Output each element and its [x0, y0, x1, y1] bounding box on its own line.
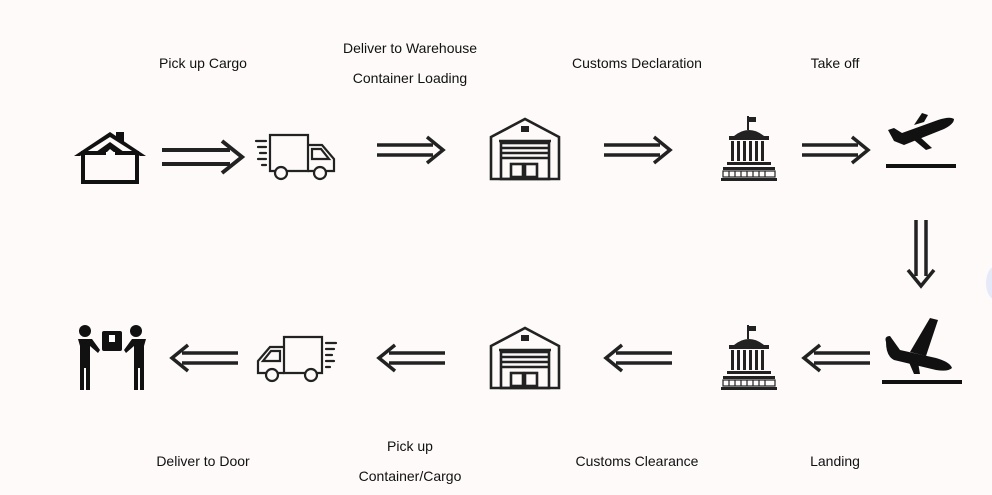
label-take-off: Take off	[810, 55, 860, 71]
double-arrow-down-icon	[905, 218, 937, 290]
label-pick-up: Pick up	[387, 438, 433, 454]
edge-decoration	[986, 266, 992, 300]
plane-landing-icon	[880, 316, 964, 388]
label-container-loading: Container Loading	[352, 70, 468, 86]
double-arrow-left-icon	[800, 343, 872, 373]
double-arrow-right-icon	[375, 135, 447, 165]
warehouse-icon	[489, 326, 561, 390]
house-icon	[72, 130, 148, 184]
delivery-truck-icon	[254, 131, 338, 183]
double-arrow-right-icon	[160, 138, 246, 176]
label-customs-declaration: Customs Declaration	[572, 55, 702, 71]
label-customs-clearance: Customs Clearance	[575, 453, 699, 469]
label-container-cargo: Container/Cargo	[358, 468, 462, 484]
double-arrow-left-icon	[375, 343, 447, 373]
label-landing: Landing	[810, 453, 860, 469]
double-arrow-left-icon	[168, 343, 240, 373]
label-deliver-to-warehouse: Deliver to Warehouse	[342, 40, 478, 56]
double-arrow-left-icon	[602, 343, 674, 373]
warehouse-icon	[489, 117, 561, 181]
plane-takeoff-icon	[884, 108, 958, 172]
double-arrow-right-icon	[602, 135, 674, 165]
double-arrow-right-icon	[800, 135, 872, 165]
delivery-truck-icon	[254, 333, 338, 385]
package-handover-icon	[74, 322, 150, 392]
customs-building-icon	[719, 323, 779, 393]
customs-building-icon	[719, 114, 779, 184]
label-deliver-to-door: Deliver to Door	[156, 453, 250, 469]
label-pick-up-cargo: Pick up Cargo	[159, 55, 247, 71]
